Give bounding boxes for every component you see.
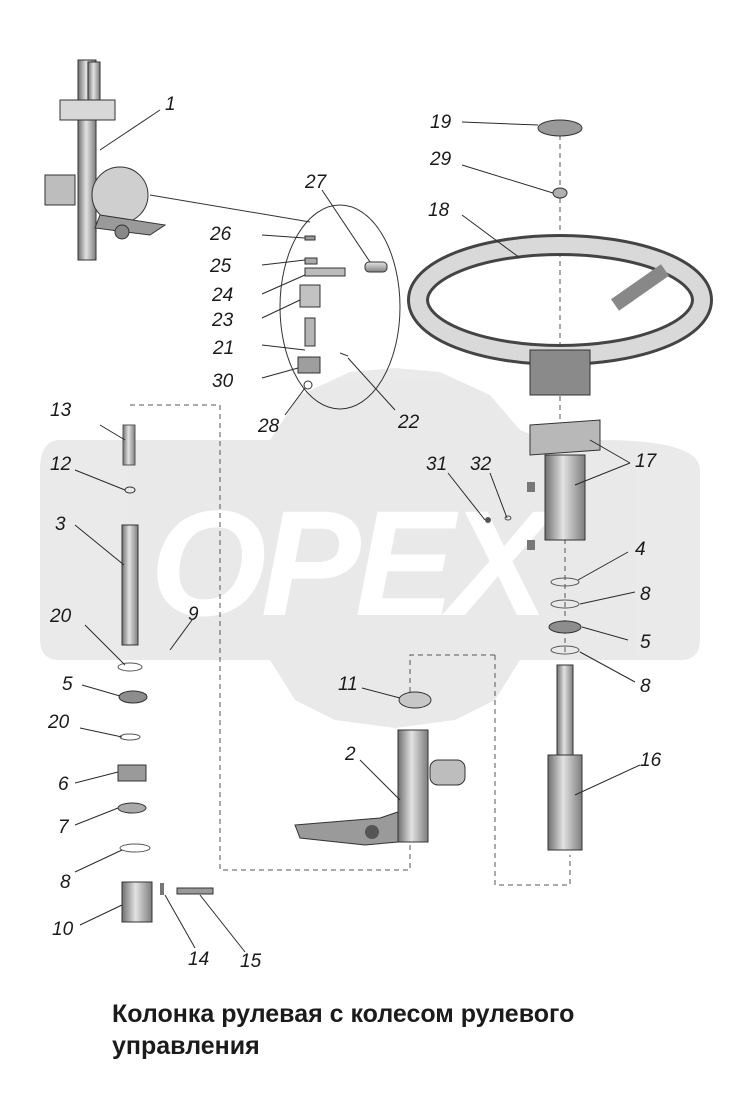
label-part-27: 27 (304, 172, 328, 193)
label-part-6: 6 (58, 774, 69, 795)
label-part-14: 14 (188, 949, 209, 970)
label-part-24: 24 (211, 285, 233, 306)
label-part-8-mid: 8 (640, 676, 651, 697)
label-part-16: 16 (640, 750, 662, 771)
label-part-25: 25 (209, 256, 232, 277)
label-part-22: 22 (397, 412, 420, 433)
detail-callout-ellipse (279, 204, 401, 410)
detail-callout-leader (149, 194, 311, 223)
label-part-1: 1 (165, 94, 176, 115)
label-part-11: 11 (338, 674, 358, 695)
part-left-stack (117, 424, 214, 923)
diagram-caption: Колонка рулевая с колесом рулевого управ… (112, 998, 712, 1062)
part-shaft-stack (547, 577, 583, 851)
part-main-bracket (294, 515, 512, 846)
part-labels: 1 27 26 25 24 23 21 30 28 22 19 29 18 17… (47, 94, 662, 972)
label-part-28: 28 (257, 416, 280, 437)
label-part-29: 29 (429, 149, 452, 170)
caption-line-1: Колонка рулевая с колесом рулевого (112, 1000, 575, 1028)
label-part-15: 15 (240, 951, 262, 972)
label-part-2: 2 (344, 744, 356, 765)
leader-lines (74, 109, 641, 953)
label-part-19: 19 (430, 112, 452, 133)
label-part-18: 18 (428, 200, 450, 221)
part-column-assembly (44, 59, 167, 261)
label-part-21: 21 (212, 338, 234, 359)
label-part-17: 17 (635, 451, 658, 472)
label-part-12: 12 (50, 454, 72, 475)
watermark-text: OPEX (150, 479, 557, 647)
part-detail-set (297, 235, 388, 390)
label-part-4: 4 (635, 539, 646, 560)
label-part-3: 3 (55, 514, 66, 535)
label-part-30: 30 (212, 371, 234, 392)
label-part-8-bottom: 8 (60, 872, 71, 893)
part-bracket (527, 419, 601, 550)
label-part-20-top: 20 (49, 606, 72, 627)
label-part-5-left: 5 (62, 674, 73, 695)
label-part-32: 32 (470, 454, 492, 475)
label-part-10: 10 (52, 919, 74, 940)
label-part-5-right: 5 (640, 632, 651, 653)
label-part-13: 13 (50, 400, 72, 421)
label-part-31: 31 (426, 454, 447, 475)
label-part-9: 9 (188, 604, 199, 625)
label-part-26: 26 (209, 224, 232, 245)
part-steering-wheel (407, 119, 713, 396)
label-part-23: 23 (211, 310, 234, 331)
caption-line-2: управления (112, 1032, 260, 1060)
watermark-logo: OPEX (40, 368, 700, 728)
label-part-7: 7 (58, 817, 70, 838)
label-part-20-bottom: 20 (47, 712, 70, 733)
label-part-8-top: 8 (640, 584, 651, 605)
